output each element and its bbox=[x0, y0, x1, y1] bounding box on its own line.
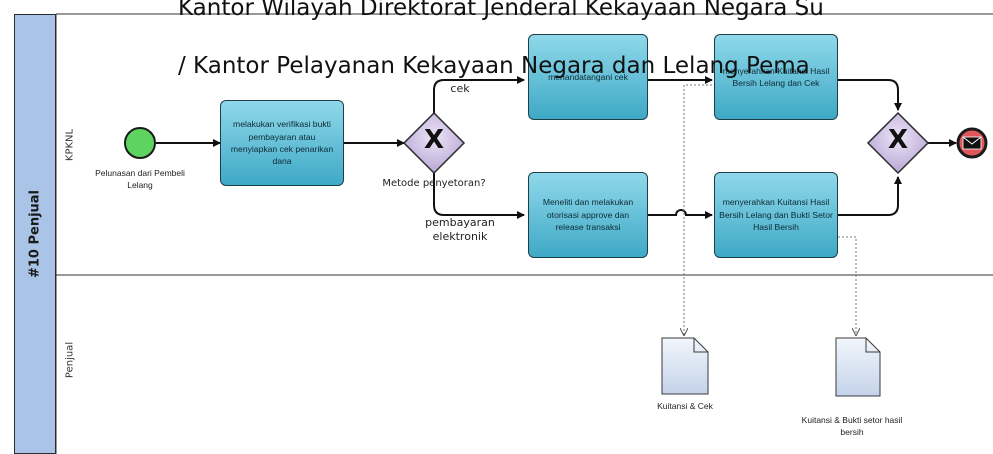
flow-label-cek: cek bbox=[450, 82, 470, 95]
flow-authorize-to-handover bbox=[648, 209, 713, 219]
pool-label: #10 Penjual bbox=[14, 14, 56, 454]
document-label-kuitansi-cek: Kuitansi & Cek bbox=[657, 401, 713, 411]
flow-handover-to-merge bbox=[838, 79, 902, 111]
split-gateway bbox=[402, 111, 466, 175]
lane-label-penjual: Penjual bbox=[64, 341, 76, 379]
task-sign-cek: menandatangani cek bbox=[528, 34, 648, 120]
merge-gateway bbox=[866, 111, 930, 175]
start-event-label: Pelunasan dari Pembeli Lelang bbox=[95, 168, 185, 190]
task-handover-bukti-setor: menyerahkan Kuitansi Hasil Bersih Lelang… bbox=[714, 172, 838, 258]
document-label-kuitansi-bukti: Kuitansi & Bukti setor hasil bersih bbox=[801, 415, 903, 437]
title-line-1: Kantor Wilayah Direktorat Jenderal Kekay… bbox=[178, 0, 824, 21]
end-message-event bbox=[956, 127, 988, 159]
association-kuitansi-bukti bbox=[838, 236, 856, 335]
start-event bbox=[124, 127, 156, 159]
flow-gateway-cek bbox=[433, 76, 525, 113]
document-kuitansi-bukti bbox=[835, 337, 881, 397]
task-verify-payment: melakukan verifikasi bukti pembayaran at… bbox=[220, 100, 344, 186]
merge-gateway-x-icon: X bbox=[888, 125, 909, 155]
pool-title: #10 Penjual bbox=[27, 189, 43, 279]
flow-handover2-to-merge bbox=[838, 176, 902, 216]
task-authorize-transaction: Meneliti dan melakukan otorisasi approve… bbox=[528, 172, 648, 258]
pool-border bbox=[55, 13, 993, 454]
association-kuitansi-cek bbox=[684, 84, 712, 335]
flow-gateway-elektronik bbox=[433, 173, 525, 219]
gateway-label: Metode penyetoran? bbox=[382, 178, 486, 189]
title-line-2: / Kantor Pelayanan Kekayaan Negara dan L… bbox=[178, 53, 810, 79]
document-kuitansi-cek bbox=[661, 337, 709, 395]
task-handover-kuitansi-cek: menyerahkan Kuitansi Hasil Bersih Lelang… bbox=[714, 34, 838, 120]
flow-label-elektronik: pembayaran elektronik bbox=[425, 216, 495, 244]
lane-label-kpknl: KPKNL bbox=[64, 128, 76, 162]
gateway-x-icon: X bbox=[424, 125, 445, 155]
